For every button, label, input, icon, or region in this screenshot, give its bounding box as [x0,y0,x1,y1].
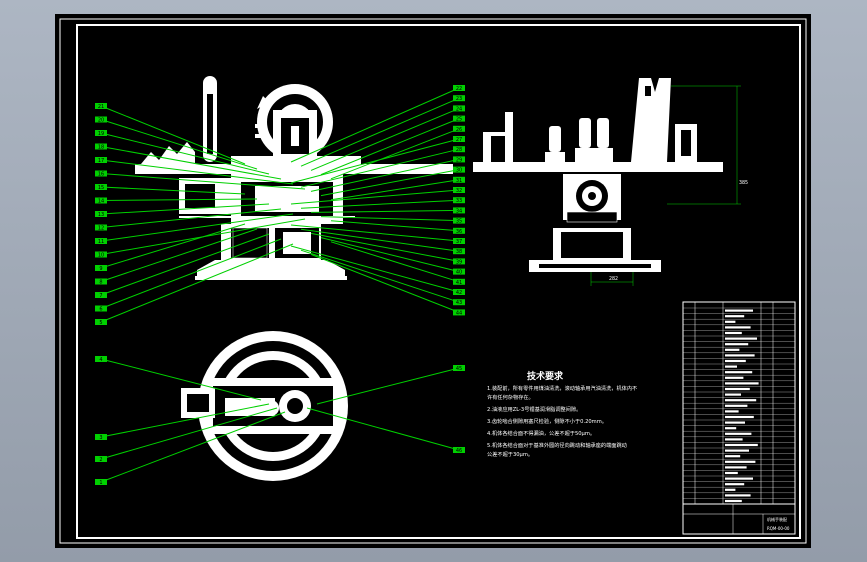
balloon-42: 42 [456,290,462,296]
balloon-18: 18 [98,145,104,151]
balloon-38: 38 [456,249,462,255]
balloon-12: 12 [98,226,104,232]
balloon-44: 44 [456,310,462,316]
balloon-39: 39 [456,259,462,265]
title-block-drawing-no: RQM-00-00 [767,526,790,531]
parts-list-table: 机械手装配 RQM-00-00 [682,301,796,535]
tech-req-line-4: 3.齿轮啮合侧隙用塞尺检验，侧隙不小于0.20mm。 [487,417,607,425]
balloon-1: 1 [99,480,102,486]
balloon-23: 23 [456,96,462,102]
balloon-9: 9 [99,266,102,272]
top-view [181,331,348,481]
balloon-20: 20 [98,118,104,124]
title-block-title: 机械手装配 [767,516,787,522]
balloon-17: 17 [98,158,104,164]
balloon-22: 22 [456,86,462,92]
balloon-43: 43 [456,300,462,306]
balloon-36: 36 [456,229,462,235]
balloon-37: 37 [456,239,462,245]
balloon-7: 7 [99,293,102,299]
tech-req-line-1: 1.装配前，所有零件用煤油清洗，滚动轴承用汽油清洗，机体内不 [487,384,637,392]
balloon-31: 31 [456,178,462,184]
balloon-6: 6 [99,307,102,313]
base-dimension: 282 [609,276,618,282]
balloon-34: 34 [456,208,462,214]
inner-border [76,24,801,539]
balloon-10: 10 [98,253,104,259]
balloon-21: 21 [98,104,104,110]
balloon-5: 5 [99,320,102,326]
tech-req-line-5: 4.机体各结合面不得漏油，公差不超于50μm。 [487,429,595,437]
balloon-13: 13 [98,212,104,218]
balloon-40: 40 [456,270,462,276]
tech-req-line-6: 5.机体各结合面对于基准外圆的径向跳动和轴承座的端面跳动 [487,441,627,449]
front-view [135,76,453,280]
balloon-14: 14 [98,199,104,205]
cad-drawing-canvas: 385 282 技术要求 1.装配前，所有零件用煤油清洗，滚动轴承用汽油清洗，机… [59,18,807,544]
balloon-24: 24 [456,106,462,112]
outer-border [59,18,807,544]
balloon-35: 35 [456,219,462,225]
tech-req-line-3: 2.油液应用ZL-3号锂基润滑脂调整间隙。 [487,405,581,413]
balloon-15: 15 [98,185,104,191]
tech-req-line-2: 许有任何杂物存在。 [487,393,534,401]
balloon-8: 8 [99,280,102,286]
balloon-19: 19 [98,131,104,137]
technical-requirements: 技术要求 1.装配前，所有零件用煤油清洗，滚动轴承用汽油清洗，机体内不 许有任何… [487,370,637,458]
balloon-33: 33 [456,198,462,204]
balloon-11: 11 [98,239,104,245]
side-view: 385 282 [473,78,748,286]
balloon-26: 26 [456,127,462,133]
tech-req-line-7: 公差不超于30μm。 [487,450,533,458]
tech-req-title: 技术要求 [527,370,564,382]
balloon-25: 25 [456,117,462,123]
balloon-28: 28 [456,147,462,153]
leader-lines: 2120191817161514131211109876522232425262… [95,85,465,486]
balloon-27: 27 [456,137,462,143]
balloon-29: 29 [456,157,462,163]
balloon-3: 3 [99,435,102,441]
balloon-16: 16 [98,172,104,178]
balloon-45: 45 [456,366,462,372]
balloon-32: 32 [456,188,462,194]
balloon-46: 46 [456,448,462,454]
balloon-2: 2 [99,457,102,463]
balloon-30: 30 [456,168,462,174]
balloon-41: 41 [456,280,462,286]
balloon-4: 4 [99,357,102,363]
drawing-sheet: 385 282 技术要求 1.装配前，所有零件用煤油清洗，滚动轴承用汽油清洗，机… [55,14,811,548]
height-dimension: 385 [739,180,748,186]
